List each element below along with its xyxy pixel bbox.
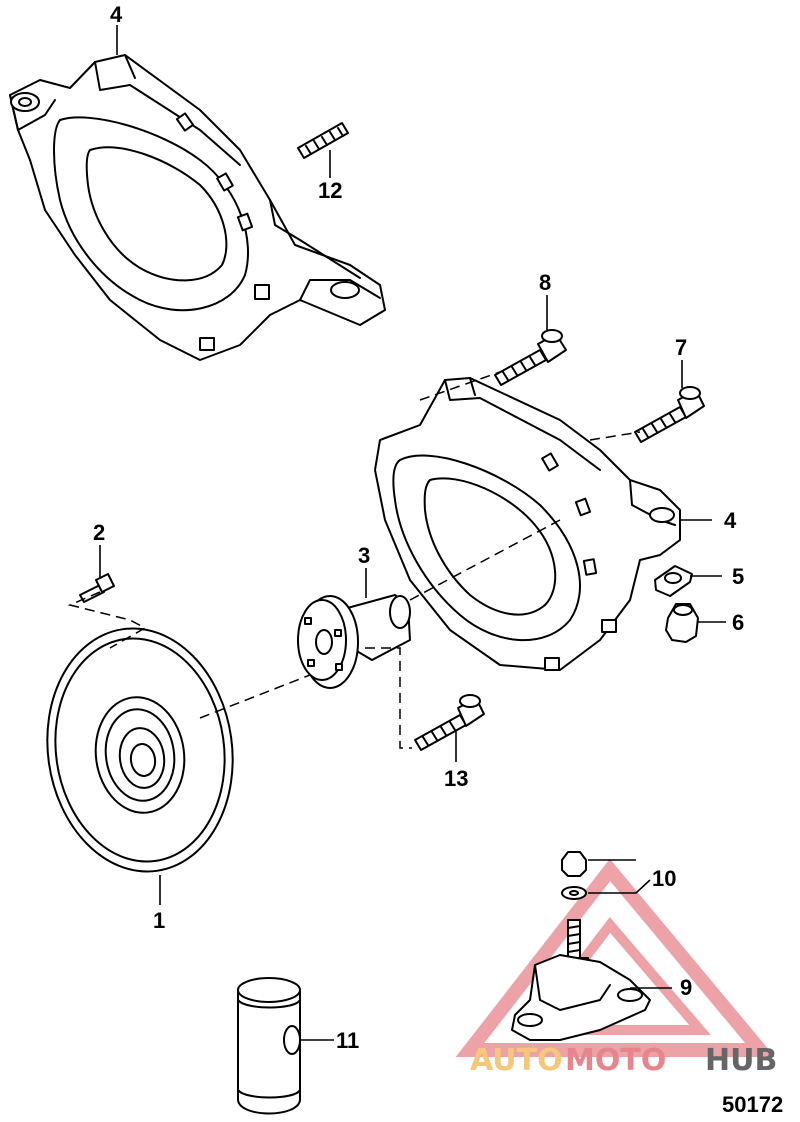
callout-13: 13	[444, 766, 468, 791]
callout-12: 12	[318, 178, 342, 203]
cap-nut-part-6	[665, 603, 699, 643]
callout-6: 6	[732, 610, 744, 635]
watermark-auto: AUTO	[470, 1043, 563, 1078]
engine-mount-part-9	[511, 919, 651, 1041]
callout-8: 8	[539, 270, 551, 295]
callout-10: 10	[652, 866, 676, 891]
oil-filter-part-11	[237, 977, 301, 1115]
callout-9: 9	[680, 975, 692, 1000]
bolt-part-2	[79, 573, 115, 603]
damper-plate-part-1	[46, 627, 234, 873]
callout-11: 11	[336, 1028, 359, 1053]
washer-part-5	[654, 565, 693, 597]
nut-washer-part-10	[561, 851, 587, 900]
callout-3: 3	[358, 543, 370, 568]
callout-1: 1	[153, 908, 165, 933]
watermark-hub: HUB	[705, 1043, 777, 1078]
callout-4-lower: 4	[724, 508, 737, 533]
leader-lines	[99, 25, 726, 1041]
callout-5: 5	[732, 564, 744, 589]
coupler-part-3	[297, 594, 411, 689]
flywheel-housing-upper	[9, 54, 386, 361]
bolt-part-7	[634, 386, 705, 443]
watermark-moto: MOTO	[565, 1043, 666, 1078]
stud-part-12	[297, 122, 349, 159]
callout-7: 7	[675, 335, 687, 360]
watermark-logo-text: AUTO MOTO HUB	[470, 1043, 777, 1078]
callout-4-upper: 4	[110, 2, 123, 27]
bolt-part-8	[494, 329, 567, 386]
callout-2: 2	[93, 520, 105, 545]
alignment-lines	[67, 371, 641, 749]
bolt-part-13	[414, 694, 485, 751]
flywheel-housing-lower	[374, 377, 681, 671]
diagram-reference-number: 50172	[722, 1092, 783, 1117]
